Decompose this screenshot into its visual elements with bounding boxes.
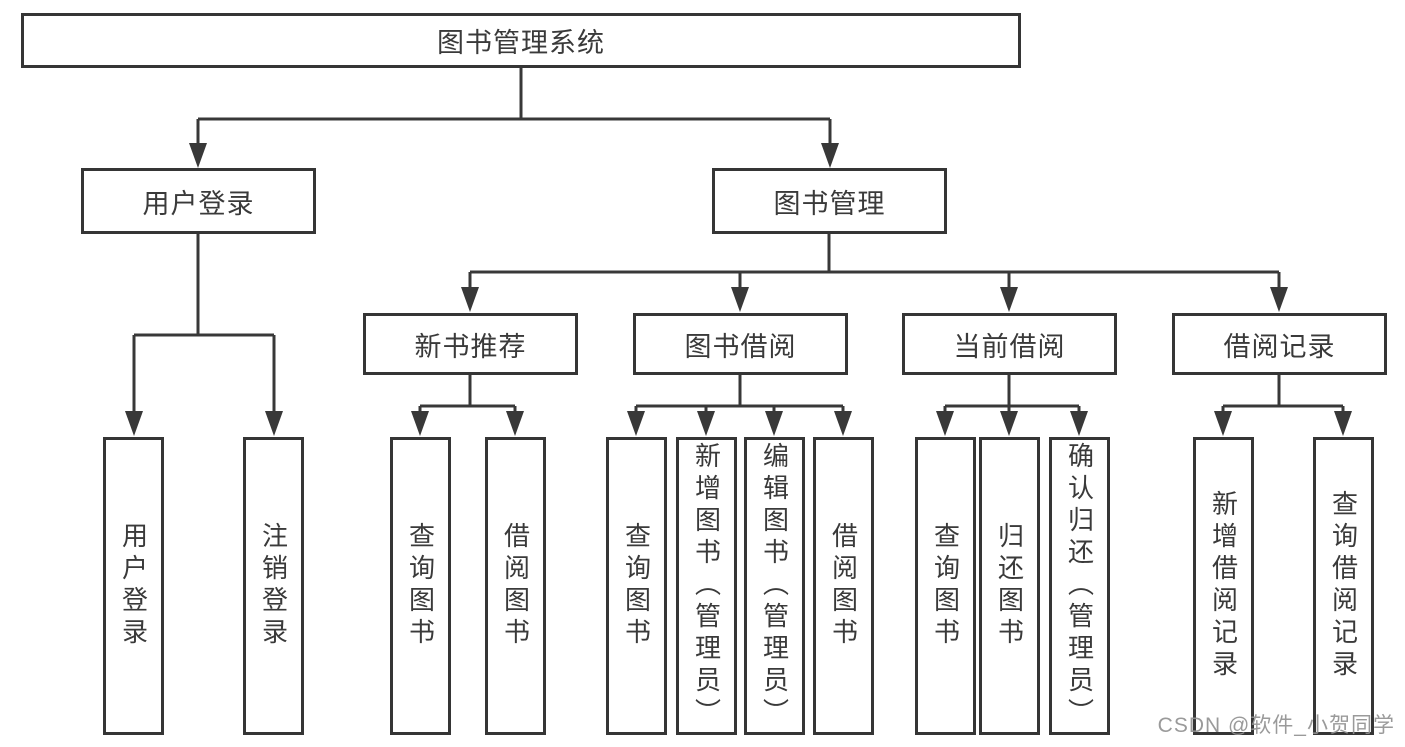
node-label: 借阅图书	[500, 522, 531, 650]
node-label: 用户登录	[142, 188, 255, 219]
leaf-edit-books-admin: 编辑图书（管理员）	[744, 437, 805, 735]
node-label: 新增借阅记录	[1208, 490, 1239, 682]
node-label: 当前借阅	[953, 331, 1066, 362]
leaf-logout: 注销登录	[243, 437, 304, 735]
node-book-borrowing: 图书借阅	[633, 313, 848, 375]
node-book-management: 图书管理	[712, 168, 947, 234]
node-library-system: 图书管理系统	[21, 13, 1021, 68]
node-label: 图书借阅	[684, 331, 797, 362]
node-current-borrowing: 当前借阅	[902, 313, 1117, 375]
node-label: 用户登录	[118, 522, 149, 650]
leaf-query-borrow-record: 查询借阅记录	[1313, 437, 1374, 735]
leaf-return-books: 归还图书	[979, 437, 1040, 735]
leaf-query-books-recommend: 查询图书	[390, 437, 451, 735]
node-label: 借阅记录	[1223, 331, 1336, 362]
node-label: 确认归还（管理员）	[1064, 442, 1095, 730]
node-new-book-recommendation: 新书推荐	[363, 313, 578, 375]
node-label: 查询图书	[930, 522, 961, 650]
node-borrowing-records: 借阅记录	[1172, 313, 1387, 375]
node-label: 查询借阅记录	[1328, 490, 1359, 682]
node-label: 图书管理	[773, 188, 886, 219]
leaf-borrow-books: 借阅图书	[813, 437, 874, 735]
leaf-confirm-return-admin: 确认归还（管理员）	[1049, 437, 1110, 735]
node-user-login: 用户登录	[81, 168, 316, 234]
node-label: 查询图书	[405, 522, 436, 650]
leaf-query-books-current: 查询图书	[915, 437, 976, 735]
node-label: 注销登录	[258, 522, 289, 650]
leaf-add-borrow-record: 新增借阅记录	[1193, 437, 1254, 735]
leaf-user-login: 用户登录	[103, 437, 164, 735]
leaf-borrow-books-recommend: 借阅图书	[485, 437, 546, 735]
watermark: CSDN @软件_小贺同学	[1157, 714, 1395, 737]
node-label: 新增图书（管理员）	[691, 442, 722, 730]
node-label: 归还图书	[994, 522, 1025, 650]
node-label: 查询图书	[621, 522, 652, 650]
leaf-add-books-admin: 新增图书（管理员）	[676, 437, 737, 735]
node-label: 借阅图书	[828, 522, 859, 650]
leaf-query-books-borrow: 查询图书	[606, 437, 667, 735]
node-label: 新书推荐	[414, 331, 527, 362]
node-label: 编辑图书（管理员）	[759, 442, 790, 730]
node-label: 图书管理系统	[437, 28, 605, 58]
